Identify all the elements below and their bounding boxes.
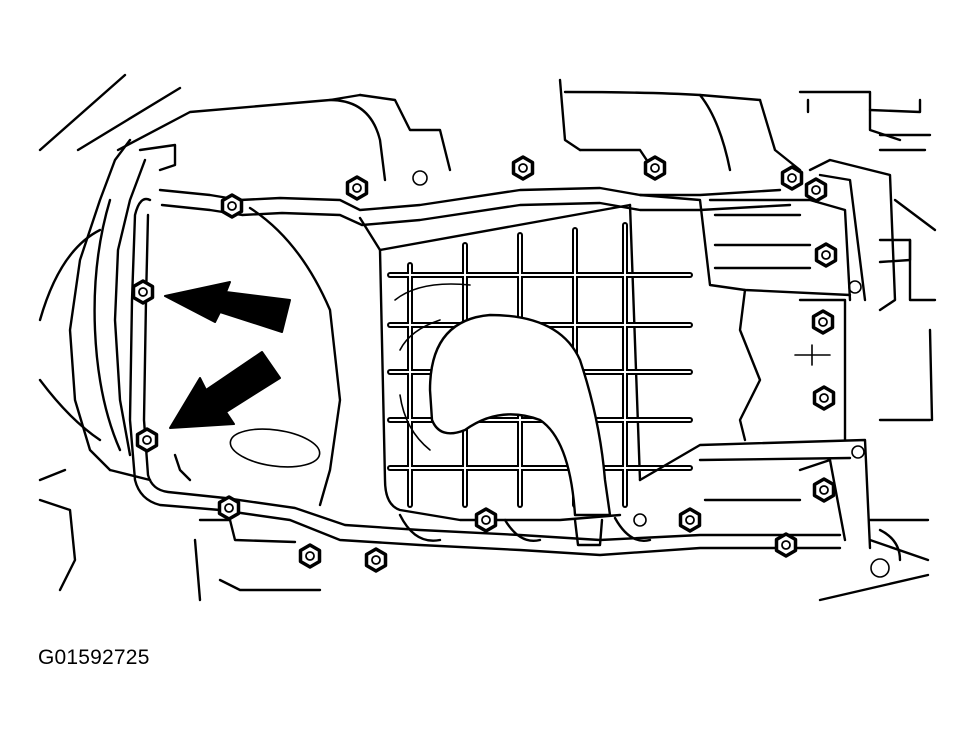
indicator-arrows [164, 281, 291, 429]
bolt-icon [811, 309, 835, 335]
bolt-icon [780, 165, 804, 191]
bolt-icon [131, 279, 155, 305]
bolt-icon [678, 507, 702, 533]
arrow-icon [169, 351, 281, 429]
transmission-housing [412, 158, 912, 578]
bolt-icon [364, 547, 388, 573]
bolt-icon [220, 193, 244, 219]
bolt-icon [345, 175, 369, 201]
bolt-icon [511, 155, 535, 181]
bolt-icon [298, 543, 322, 569]
oil-pickup [394, 283, 612, 517]
bolt-group [131, 155, 838, 573]
front-cover [38, 138, 177, 592]
engine-block-outline [38, 73, 937, 602]
figure-caption: G01592725 [38, 646, 150, 669]
bolt-icon [812, 477, 836, 503]
bolt-icon [804, 177, 828, 203]
bolt-icon [217, 495, 241, 521]
bolt-icon [643, 155, 667, 181]
bolt-icon [774, 532, 798, 558]
oil-pan-body [229, 203, 652, 547]
arrow-icon [164, 281, 291, 333]
bolt-icon [135, 427, 159, 453]
bolt-icon [474, 507, 498, 533]
bolt-icon [814, 242, 838, 268]
bolt-icon [812, 385, 836, 411]
